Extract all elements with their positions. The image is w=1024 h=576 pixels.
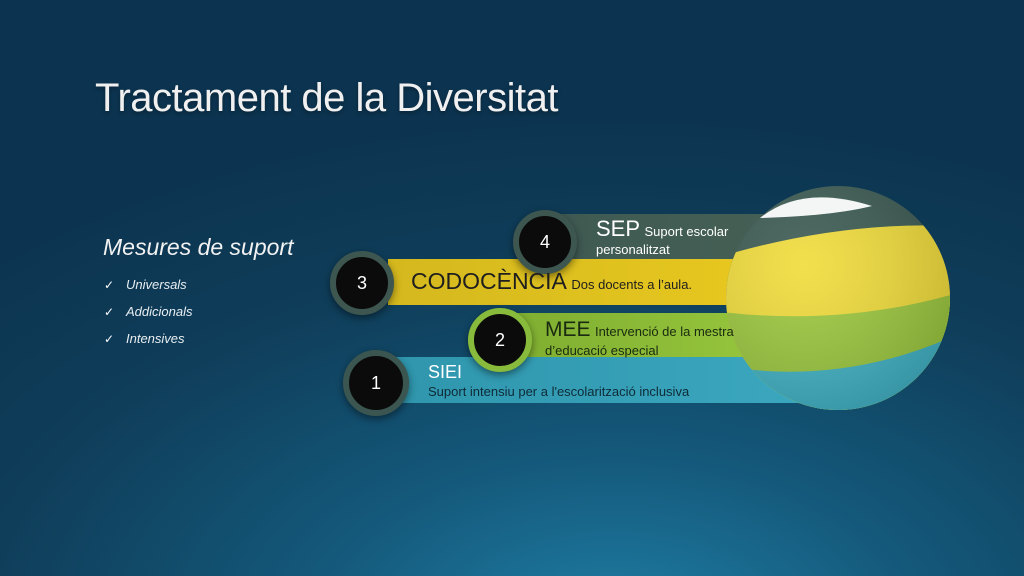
level-1-description: Suport intensiu per a l'escolarització i… (428, 383, 690, 399)
level-3-description: Dos docents a l’aula. (571, 277, 693, 292)
level-2-description: Intervenció de la mestra d’educació espe… (545, 324, 734, 359)
level-3-name: CODOCÈNCIA (411, 268, 567, 294)
level-3-badge: 3 (330, 251, 394, 315)
level-2-name: MEE (545, 318, 591, 341)
level-4-band (560, 214, 770, 260)
supports-item-addicionals: ✓ Addicionals (104, 303, 193, 330)
check-icon: ✓ (104, 278, 115, 292)
supports-item-universals: ✓ Universals (104, 276, 193, 303)
layered-sphere-graphic (726, 186, 950, 410)
level-2-badge: 2 (468, 308, 532, 372)
supports-item-label: Addicionals (126, 304, 193, 319)
level-1-band (396, 357, 816, 403)
level-2-label: MEE Intervenció de la mestra d’educació … (545, 318, 745, 361)
level-4-description: Suport escolar personalitzat (596, 224, 729, 258)
supports-list: ✓ Universals ✓ Addicionals ✓ Intensives (104, 276, 193, 357)
supports-item-intensives: ✓ Intensives (104, 330, 193, 357)
sphere-highlight (760, 197, 872, 218)
level-2-band (512, 313, 752, 359)
supports-item-label: Universals (126, 277, 187, 292)
level-3-band (388, 259, 768, 305)
level-3-label: CODOCÈNCIA Dos docents a l’aula. (411, 268, 791, 294)
level-4-badge: 4 (513, 210, 577, 274)
check-icon: ✓ (104, 305, 115, 319)
level-1-label: SIEI Suport intensiu per a l'escolaritza… (428, 362, 808, 400)
supports-heading: Mesures de suport (103, 234, 294, 260)
level-4-label: SEP Suport escolar personalitzat (596, 216, 756, 260)
level-1-name: SIEI (428, 362, 463, 382)
level-1-badge: 1 (343, 350, 409, 416)
supports-item-label: Intensives (126, 331, 185, 346)
slide-title: Tractament de la Diversitat (95, 76, 558, 120)
level-4-name: SEP (596, 216, 641, 241)
check-icon: ✓ (104, 332, 115, 346)
